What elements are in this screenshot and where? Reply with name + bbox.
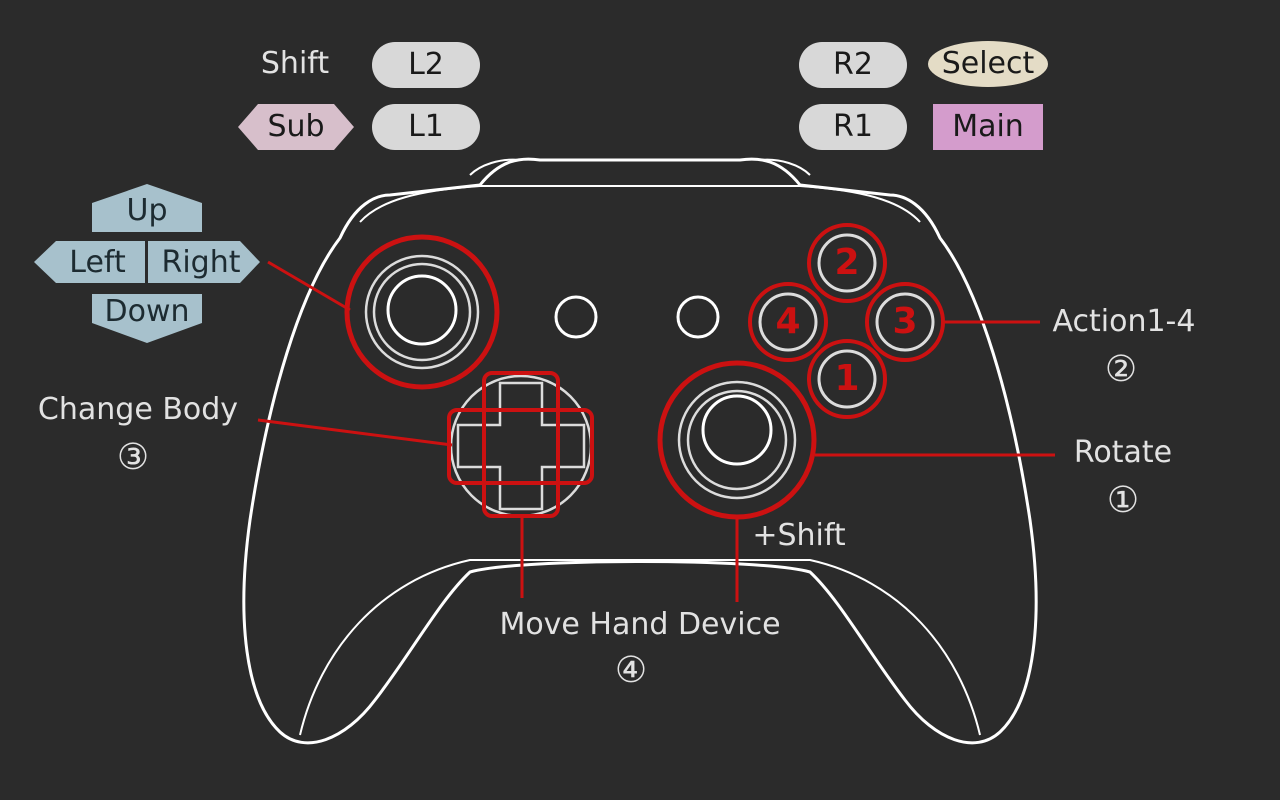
right-stick (657, 360, 817, 520)
dpad-legend-down: Down (104, 294, 190, 329)
rotate-number: ① (1106, 480, 1140, 521)
change-body-label: Change Body (37, 392, 239, 427)
l2-button[interactable]: L2 (372, 42, 480, 88)
action-button-1[interactable]: 1 (834, 358, 860, 399)
left-key-shape (34, 241, 145, 283)
rotate-label: Rotate (1073, 435, 1173, 470)
action-button-4[interactable]: 4 (775, 301, 801, 342)
right-key-shape (148, 241, 260, 283)
l1-button[interactable]: L1 (372, 104, 480, 150)
down-key-shape (92, 294, 202, 343)
action-button-rings (748, 223, 945, 419)
plus-shift-label: +Shift (752, 518, 846, 553)
move-hand-label: Move Hand Device (499, 607, 781, 642)
left-stick (344, 234, 500, 390)
r2-button[interactable]: R2 (799, 42, 907, 88)
up-key-shape (92, 184, 202, 232)
move-hand-number: ④ (614, 650, 648, 691)
dpad (447, 371, 594, 518)
view-button (554, 295, 598, 339)
r1-button[interactable]: R1 (799, 104, 907, 150)
action-button-2[interactable]: 2 (834, 242, 860, 283)
main-badge: Main (933, 104, 1043, 150)
sub-badge: Sub (267, 109, 325, 144)
action-number: ② (1104, 349, 1138, 390)
controller-body-outline (242, 157, 1038, 745)
menu-button (676, 295, 720, 339)
shift-label: Shift (260, 46, 330, 81)
sub-badge-shape (238, 104, 354, 150)
action-button-3[interactable]: 3 (892, 301, 918, 342)
select-badge: Select (928, 41, 1048, 87)
dpad-legend-up: Up (126, 193, 168, 228)
leader-lines (257, 260, 1055, 602)
change-body-number: ③ (116, 437, 150, 478)
action-label: Action1-4 (1052, 304, 1196, 339)
dpad-legend-left: Left (69, 245, 126, 280)
dpad-legend-right: Right (161, 245, 241, 280)
